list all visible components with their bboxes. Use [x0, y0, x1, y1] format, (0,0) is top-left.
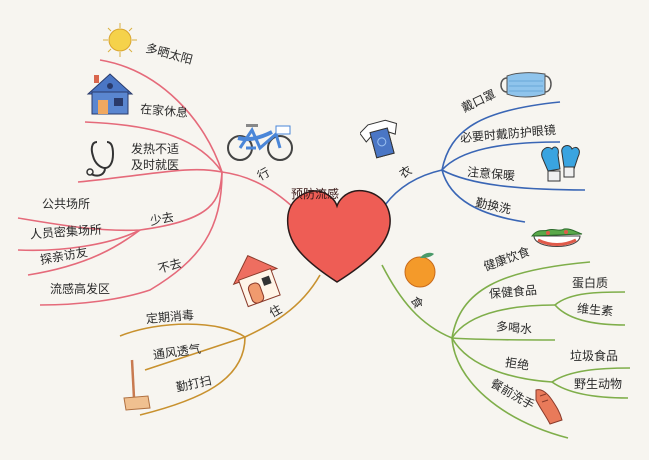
broom-icon: [123, 359, 151, 411]
item-wild-animals: 野生动物: [574, 377, 623, 391]
handwash-icon: [535, 389, 563, 425]
house-icon: [86, 73, 134, 115]
sun-icon: [103, 23, 137, 57]
mask-icon: [500, 72, 552, 98]
salad-icon: [530, 228, 583, 247]
bicycle-icon: [227, 124, 293, 161]
item-protein: 蛋白质: [572, 276, 609, 290]
stethoscope-icon: [86, 141, 115, 177]
item-flu-area: 流感高发区: [50, 282, 111, 296]
item-see-doctor: 及时就医: [131, 158, 180, 172]
mittens-icon: [541, 145, 580, 182]
tshirt-icon: [360, 119, 398, 159]
central-topic: 预防流感: [291, 187, 340, 201]
item-fever: 发热不适: [131, 142, 180, 156]
cottage-icon: [232, 254, 281, 308]
orange-icon: [404, 252, 436, 288]
heart-shape: [286, 189, 391, 283]
item-public-places: 公共场所: [42, 197, 91, 211]
item-junk-food: 垃圾食品: [570, 349, 619, 363]
